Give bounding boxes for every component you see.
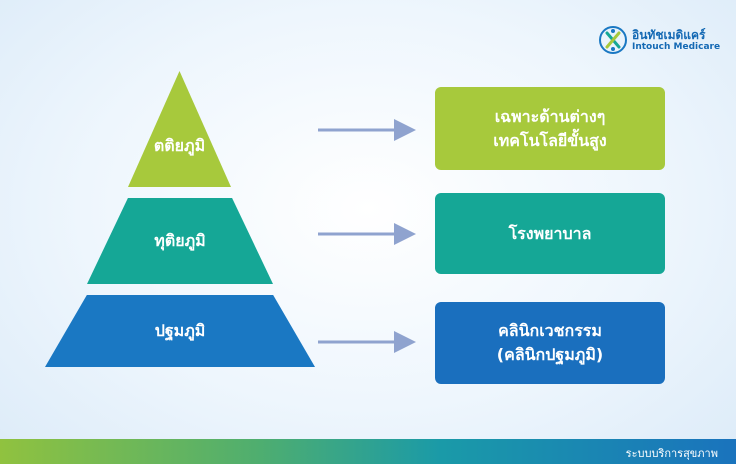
arrow-bottom xyxy=(318,329,416,355)
logo-thai-name: อินทัชเมดิแคร์ xyxy=(632,27,706,42)
box-hospital: โรงพยาบาล xyxy=(435,193,665,274)
box-bottom-line1: คลินิกเวชกรรม xyxy=(498,321,602,340)
pyramid-middle-tier: ทุติยภูมิ xyxy=(87,198,273,284)
box-bottom-line2: (คลินิกปฐมภูมิ) xyxy=(496,345,604,364)
footer-text: ระบบบริการสุขภาพ xyxy=(625,447,718,460)
arrow-middle xyxy=(318,221,416,247)
box-top-line2: เทคโนโลยีขั้นสูง xyxy=(493,130,607,150)
logo: อินทัชเมดิแคร์ Intouch Medicare xyxy=(598,25,720,55)
pyramid-top-tier: ตติยภูมิ xyxy=(128,71,231,187)
box-middle-line1: โรงพยาบาล xyxy=(508,223,592,243)
box-top-line1: เฉพาะด้านต่างๆ xyxy=(494,106,606,126)
box-clinic: คลินิกเวชกรรม (คลินิกปฐมภูมิ) xyxy=(435,302,665,384)
pyramid-middle-label: ทุติยภูมิ xyxy=(154,230,206,250)
intouch-medicare-logo-icon xyxy=(599,26,627,54)
arrow-top xyxy=(318,117,416,143)
pyramid-bottom-tier: ปฐมภูมิ xyxy=(45,295,315,367)
pyramid-top-label: ตติยภูมิ xyxy=(153,136,206,155)
pyramid-bottom-label: ปฐมภูมิ xyxy=(154,320,206,340)
logo-english-name: Intouch Medicare xyxy=(632,41,721,52)
box-specialized-care: เฉพาะด้านต่างๆ เทคโนโลยีขั้นสูง xyxy=(435,87,665,170)
footer-bar: ระบบบริการสุขภาพ xyxy=(0,439,736,464)
